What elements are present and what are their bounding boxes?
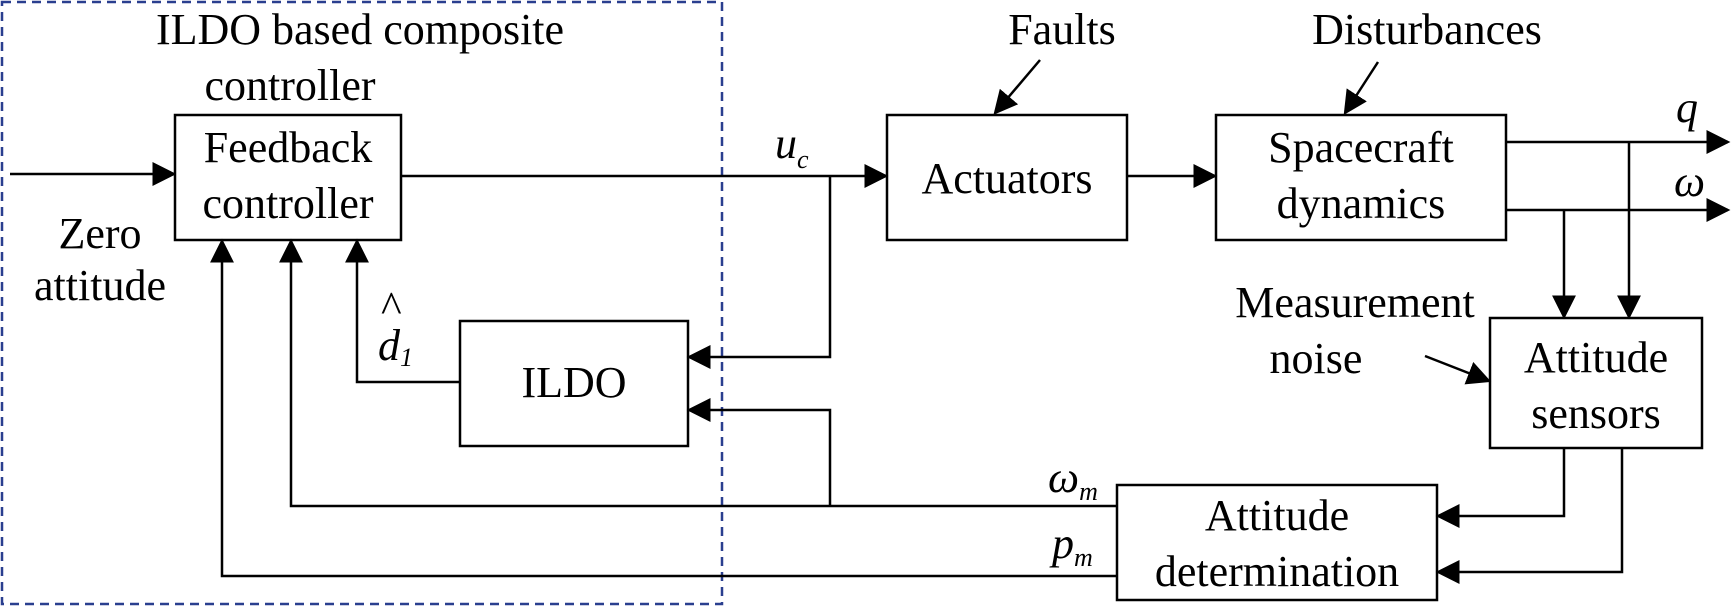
ildo-label: ILDO: [521, 358, 626, 407]
attitude-determination-label-line1: Attitude: [1205, 491, 1349, 540]
omega-m-feedback-line: [279, 238, 1117, 508]
omega-label: ω: [1674, 157, 1705, 206]
feedback-controller-label-line1: Feedback: [204, 123, 373, 172]
d1-hat-accent: ^: [381, 283, 402, 332]
attitude-determination-label-line2: determination: [1155, 547, 1399, 596]
omega-m-label: ωm: [1048, 453, 1098, 506]
measurement-noise-label-line2: noise: [1270, 334, 1363, 383]
spacecraft-dynamics-label-line1: Spacecraft: [1268, 123, 1454, 172]
spacecraft-dynamics-block: [1214, 113, 1508, 242]
uc-to-ildo-line: [686, 176, 832, 369]
zero-attitude-label-line2: attitude: [34, 261, 166, 310]
disturbances-label: Disturbances: [1312, 5, 1542, 54]
measurement-noise-label-line1: Measurement: [1235, 278, 1474, 327]
feedback-controller-block: [173, 113, 403, 242]
sensors-to-determination-line-1: [1435, 448, 1566, 528]
measurement-noise-arrow: [1424, 354, 1492, 385]
composite-controller-title-line1: ILDO based composite: [156, 5, 564, 54]
omega-m-to-ildo-line: [686, 398, 832, 506]
d1-estimate-line: [345, 238, 460, 384]
uc-label: uc: [775, 119, 809, 174]
composite-controller-title-line2: controller: [204, 61, 375, 110]
actuators-label: Actuators: [921, 154, 1092, 203]
faults-arrow: [993, 59, 1041, 115]
spacecraft-dynamics-label-line2: dynamics: [1277, 179, 1446, 228]
feedback-controller-label-line2: controller: [202, 179, 373, 228]
ildo-block: [458, 319, 690, 448]
q-label: q: [1676, 83, 1698, 132]
composite-controller-region: [0, 0, 724, 606]
faults-label: Faults: [1008, 5, 1116, 54]
attitude-sensors-label-line1: Attitude: [1524, 333, 1668, 382]
attitude-determination-block: [1115, 483, 1439, 602]
attitude-sensors-label-line2: sensors: [1531, 389, 1661, 438]
actuators-block: [885, 113, 1129, 242]
d1-hat-label: d1: [378, 321, 413, 372]
sensors-to-determination-line-2: [1435, 448, 1624, 584]
disturbances-arrow: [1343, 61, 1380, 116]
zero-attitude-label-line1: Zero: [58, 209, 141, 258]
p-m-label: pm: [1049, 519, 1093, 572]
p-m-feedback-line: [210, 238, 1117, 578]
